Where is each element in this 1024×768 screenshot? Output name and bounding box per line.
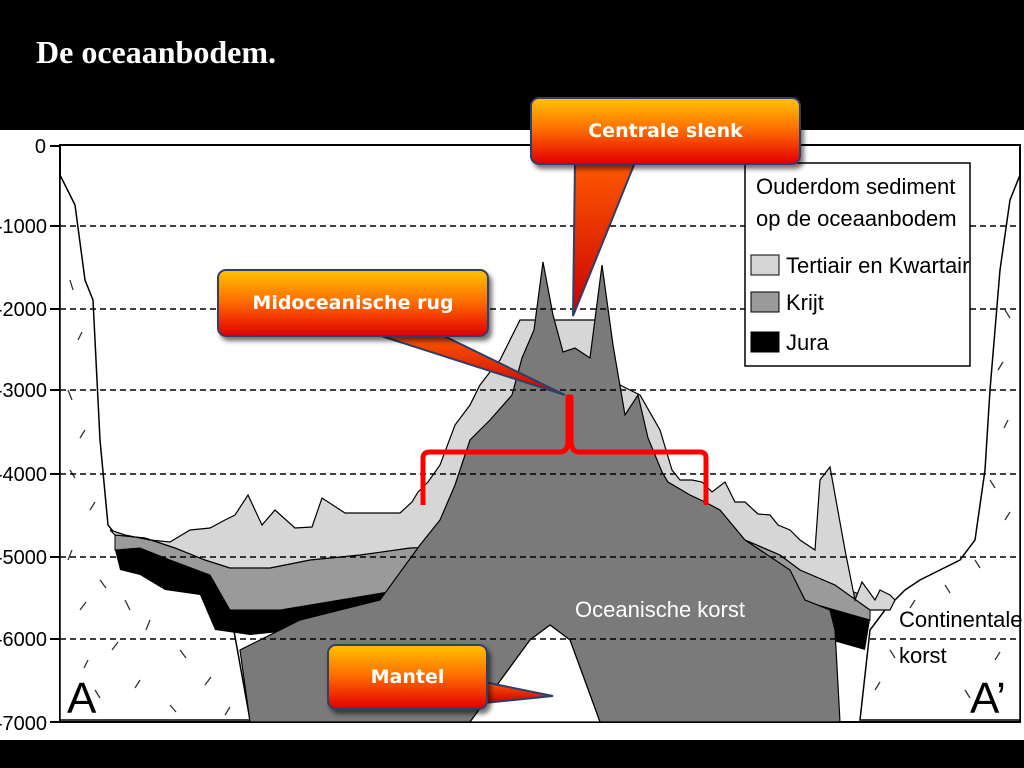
legend-title-line2: op de oceaanbodem	[756, 206, 957, 231]
continental-crust-right-texture	[874, 309, 1011, 699]
continental-crust-label-line1: Continentale	[899, 607, 1023, 632]
legend: Ouderdom sediment op de oceaanbodem Tert…	[744, 162, 971, 367]
legend-label-jura: Jura	[786, 330, 830, 355]
slide-title: De oceaanbodem.	[36, 34, 276, 70]
y-tick-label: 0	[35, 136, 46, 158]
y-axis: 0 -1000 -2000 -3000 -4000 -5000 -6000 -7…	[0, 136, 60, 735]
mantel-callout: Mantel	[327, 644, 488, 710]
y-tick-label: -1000	[0, 216, 47, 238]
y-tick-label: -3000	[0, 380, 47, 402]
continental-crust-left-texture	[67, 279, 231, 716]
oceanic-crust-label: Oceanische korst	[575, 597, 745, 622]
continental-crust-label-line2: korst	[899, 643, 947, 668]
legend-swatch-krijt	[750, 291, 780, 313]
legend-swatch-jura	[750, 331, 780, 353]
y-tick-label: -2000	[0, 299, 47, 321]
y-tick-label: -7000	[0, 713, 47, 735]
legend-swatch-tertiair	[750, 254, 780, 276]
legend-label-krijt: Krijt	[786, 290, 824, 315]
legend-label-tertiair: Tertiair en Kwartair	[786, 253, 969, 278]
y-tick-label: -5000	[0, 547, 47, 569]
y-tick-label: -6000	[0, 629, 47, 651]
legend-box	[744, 162, 971, 367]
y-tick-label: -4000	[0, 464, 47, 486]
continental-crust-right	[859, 174, 1021, 721]
centrale-slenk-callout: Centrale slenk	[530, 97, 801, 165]
legend-title-line1: Ouderdom sediment	[756, 174, 955, 199]
midoceanische-rug-callout: Midoceanische rug	[217, 269, 489, 337]
point-a-prime-label: A’	[970, 674, 1006, 723]
ocean-floor-cross-section: 0 -1000 -2000 -3000 -4000 -5000 -6000 -7…	[0, 130, 1024, 740]
point-a-label: A	[67, 674, 97, 723]
